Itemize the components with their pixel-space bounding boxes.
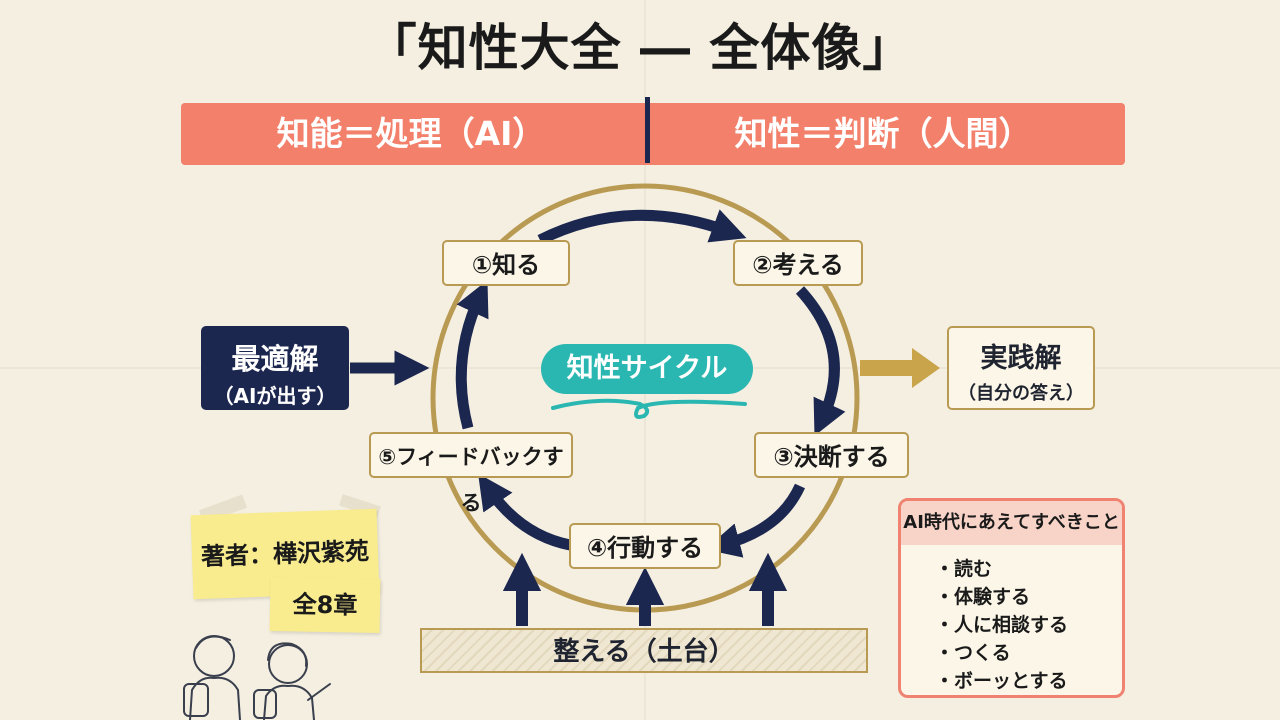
list-item: 人に相談する <box>935 611 1122 639</box>
page-title: 「知性大全 ― 全体像」 <box>366 19 914 77</box>
practical-solution-subtitle: （自分の答え） <box>958 383 1084 404</box>
header-intelligence-label: 知能＝処理（AI） <box>276 114 546 153</box>
practical-solution-box: 実践解 （自分の答え） <box>947 326 1095 410</box>
cycle-squiggle <box>551 398 747 419</box>
arrow-know-to-think <box>537 209 747 245</box>
optimal-solution-title: 最適解 <box>231 342 319 376</box>
arrow-feedback-to-know <box>455 280 489 430</box>
ai-era-title: AI時代にあえてすべきこと <box>901 501 1122 545</box>
step-think: ②考える <box>733 240 863 286</box>
arrow-act-to-feedback <box>478 473 572 551</box>
practical-solution-title: 実践解 <box>980 343 1062 374</box>
arrow-decide-to-act <box>704 483 806 558</box>
optimal-solution-subtitle: （AIが出す） <box>213 384 337 408</box>
optimal-solution-box: 最適解 （AIが出す） <box>201 326 349 410</box>
header-bar: 知能＝処理（AI） 知性＝判断（人間） <box>181 97 1125 165</box>
list-item: 体験する <box>935 583 1122 611</box>
students-illustration <box>183 635 331 720</box>
arrow-think-to-decide <box>795 286 846 436</box>
list-item: ボーッとする <box>935 667 1122 695</box>
ai-era-box: AI時代にあえてすべきこと 読む 体験する 人に相談する つくる ボーッとする <box>898 498 1125 698</box>
header-wisdom-label: 知性＝判断（人間） <box>734 114 1032 153</box>
chapters-sticky-note: 全8章 <box>269 577 381 633</box>
list-item: つくる <box>935 639 1122 667</box>
header-divider <box>645 97 650 163</box>
step-act: ④行動する <box>569 523 721 569</box>
step-decide: ③決断する <box>754 432 909 478</box>
list-item: 読む <box>935 555 1122 583</box>
step-feedback: ⑤フィードバックする <box>369 432 573 515</box>
cycle-label: 知性サイクル <box>541 344 753 394</box>
foundation-bar: 整える（土台） <box>420 628 868 673</box>
step-know: ①知る <box>442 240 570 286</box>
ai-era-list: 読む 体験する 人に相談する つくる ボーッとする <box>935 555 1122 695</box>
arrow-practical-out <box>860 348 940 388</box>
